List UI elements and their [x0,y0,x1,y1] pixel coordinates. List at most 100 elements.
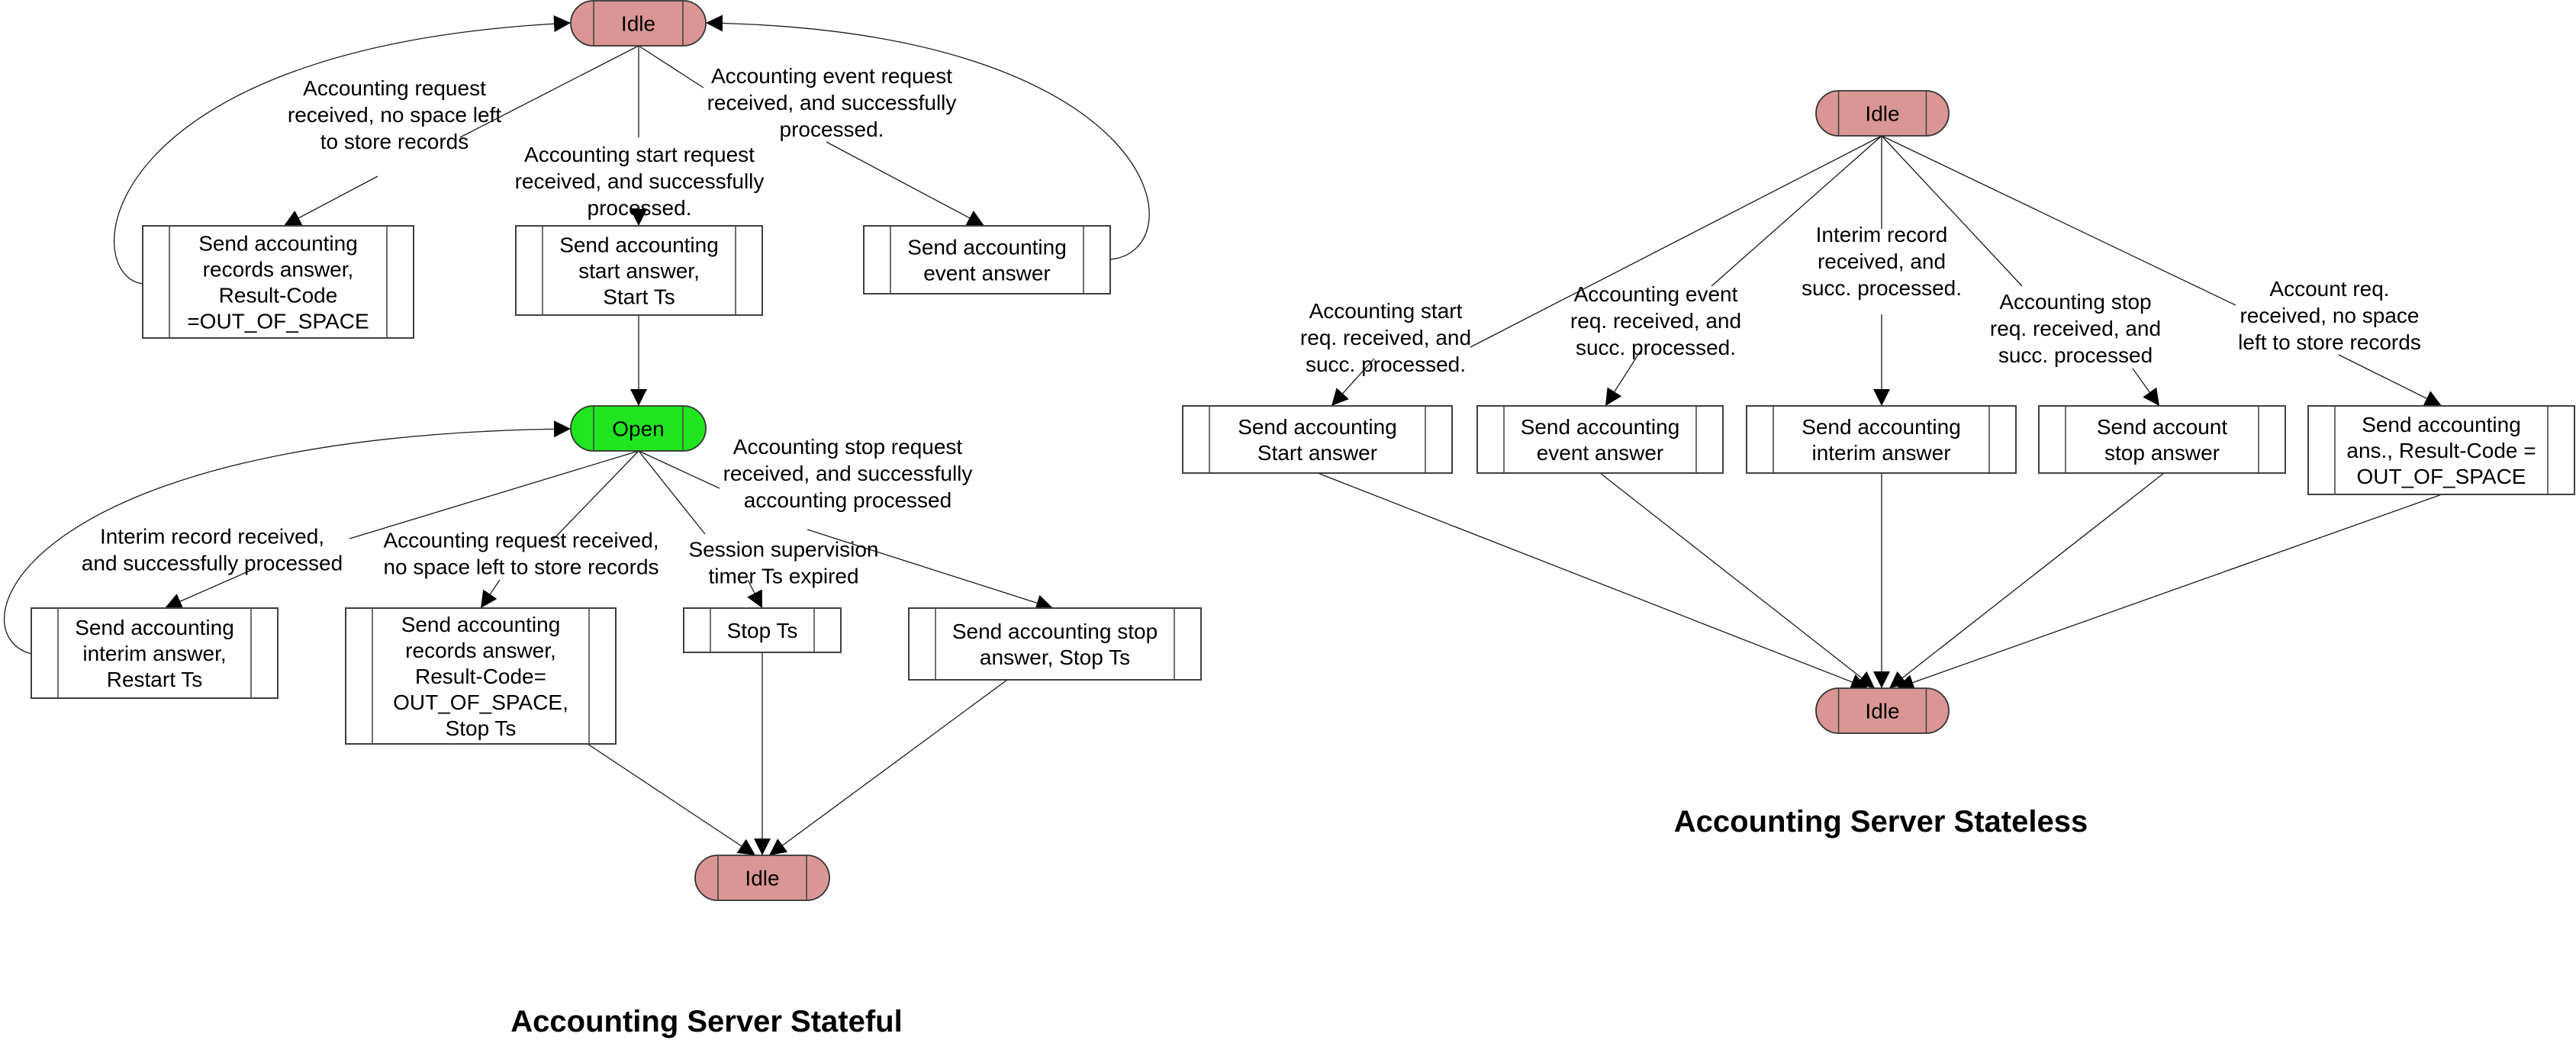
transition-text-line: Interim record received, [100,525,324,549]
stateful-state-idle_bottom[interactable]: Idle [694,855,830,901]
state-pill [694,855,830,901]
action-text-line: Send accounting [75,616,234,639]
stateful-state-idle_top[interactable]: Idle [570,0,707,47]
stateful-transition-line [638,450,720,489]
stateful-transition-line [587,743,756,856]
action-text-line: OUT_OF_SPACE, [393,691,568,714]
stateless-state-idle_bottom[interactable]: Idle [1815,687,1950,734]
transition-text-line: req. received, and [1990,317,2161,340]
action-text-line: stop answer [2104,441,2220,465]
action-box [515,225,763,316]
stateless-state-idle_top[interactable]: Idle [1815,90,1950,137]
action-text-line: interim answer, [82,642,226,665]
transition-text-line: left to store records [2238,330,2421,354]
action-box [1182,405,1453,474]
stateful-loop-transition [4,420,572,655]
action-text-line: Send accounting [559,233,719,257]
state-pill [570,0,707,47]
state-pill [1815,90,1950,137]
stateless-transition-line [1881,135,2023,287]
action-box [908,607,1202,681]
action-box [863,225,1111,295]
transition-text-line: no space left to store records [383,555,658,579]
stateful-transition-line [747,579,763,609]
action-text-line: records answer, [203,258,354,282]
transition-text-line: Accounting stop request [733,435,963,459]
transition-text-line: Accounting request [303,76,486,100]
action-text-line: Restart Ts [107,668,203,691]
stateful-action-interim_answer[interactable]: Send accounting interim answer, Restart Ts [31,607,279,699]
transition-text-line: succ. processed. [1306,352,1466,376]
stateless-transition-line [1881,135,2236,306]
stateful-transition-line [164,569,253,610]
stateful-loop-transition [113,15,572,285]
stateless-transition-line [2338,354,2442,407]
action-box [142,225,414,339]
action-box [31,607,279,699]
stateless-transition-line [2132,368,2160,407]
stateful-transition-line [552,450,639,541]
action-text-line: records answer, [405,639,556,662]
stateful-transition-line [638,450,706,535]
stateless-transition-line [1889,472,2165,689]
action-text-line: OUT_OF_SPACE [2357,465,2526,488]
action-box [2307,405,2575,495]
action-text-line: Start Ts [603,285,675,309]
state-label: Idle [745,867,779,890]
action-text-line: Start answer [1257,441,1377,465]
action-text-line: answer, Stop Ts [980,645,1130,669]
action-box [1746,405,2017,474]
stateful-state-open[interactable]: Open [570,405,707,452]
action-text-line: interim answer [1811,441,1950,465]
transition-text-line: succ. processed. [1802,276,1962,300]
stateful-transition-label-t_no_space_open: Accounting request received,no space lef… [383,529,658,579]
stateless-transition-line [1605,350,1641,407]
transition-text-line: processed. [780,117,884,141]
stateful-transition-label-t_interim: Interim record received, and successfully… [82,525,343,575]
labels-layer: Accounting request received, no space lef… [82,64,2421,588]
transition-text-line: succ. processed. [1576,336,1736,359]
action-text-line: event answer [923,262,1051,285]
state-label: Open [612,417,665,441]
action-text-line: Send accounting [1802,415,1961,439]
stateful-transition-line [283,175,378,227]
stateful-transition-line [638,45,704,89]
action-text-line: Stop Ts [446,716,517,740]
transition-text-line: to store records [320,130,469,153]
edges-layer [4,14,2442,856]
action-text-line: Send accounting [1238,415,1397,439]
stateless-transition-line [1317,472,1869,691]
stateless-transition-line [1896,494,2442,691]
transition-text-line: received, no space [2240,304,2419,327]
action-text-line: ans., Result-Code = [2346,439,2536,462]
transition-text-line: timer Ts expired [708,565,858,588]
transition-text-line: and successfully processed [82,552,343,575]
action-text-line: Result-Code= [415,665,546,688]
transition-text-line: req. received, and [1300,326,1471,349]
transition-text-line: received, and successfully [723,462,973,485]
action-text-line: Stop Ts [727,619,798,642]
transition-text-line: Accounting stop [1999,290,2151,314]
stateful-action-stop_ts[interactable]: Stop Ts [683,607,842,653]
state-label: Idle [1865,102,1899,126]
state-label: Idle [621,12,655,36]
action-text-line: Result-Code [219,284,338,307]
transition-text-line: Accounting event [1574,282,1738,306]
